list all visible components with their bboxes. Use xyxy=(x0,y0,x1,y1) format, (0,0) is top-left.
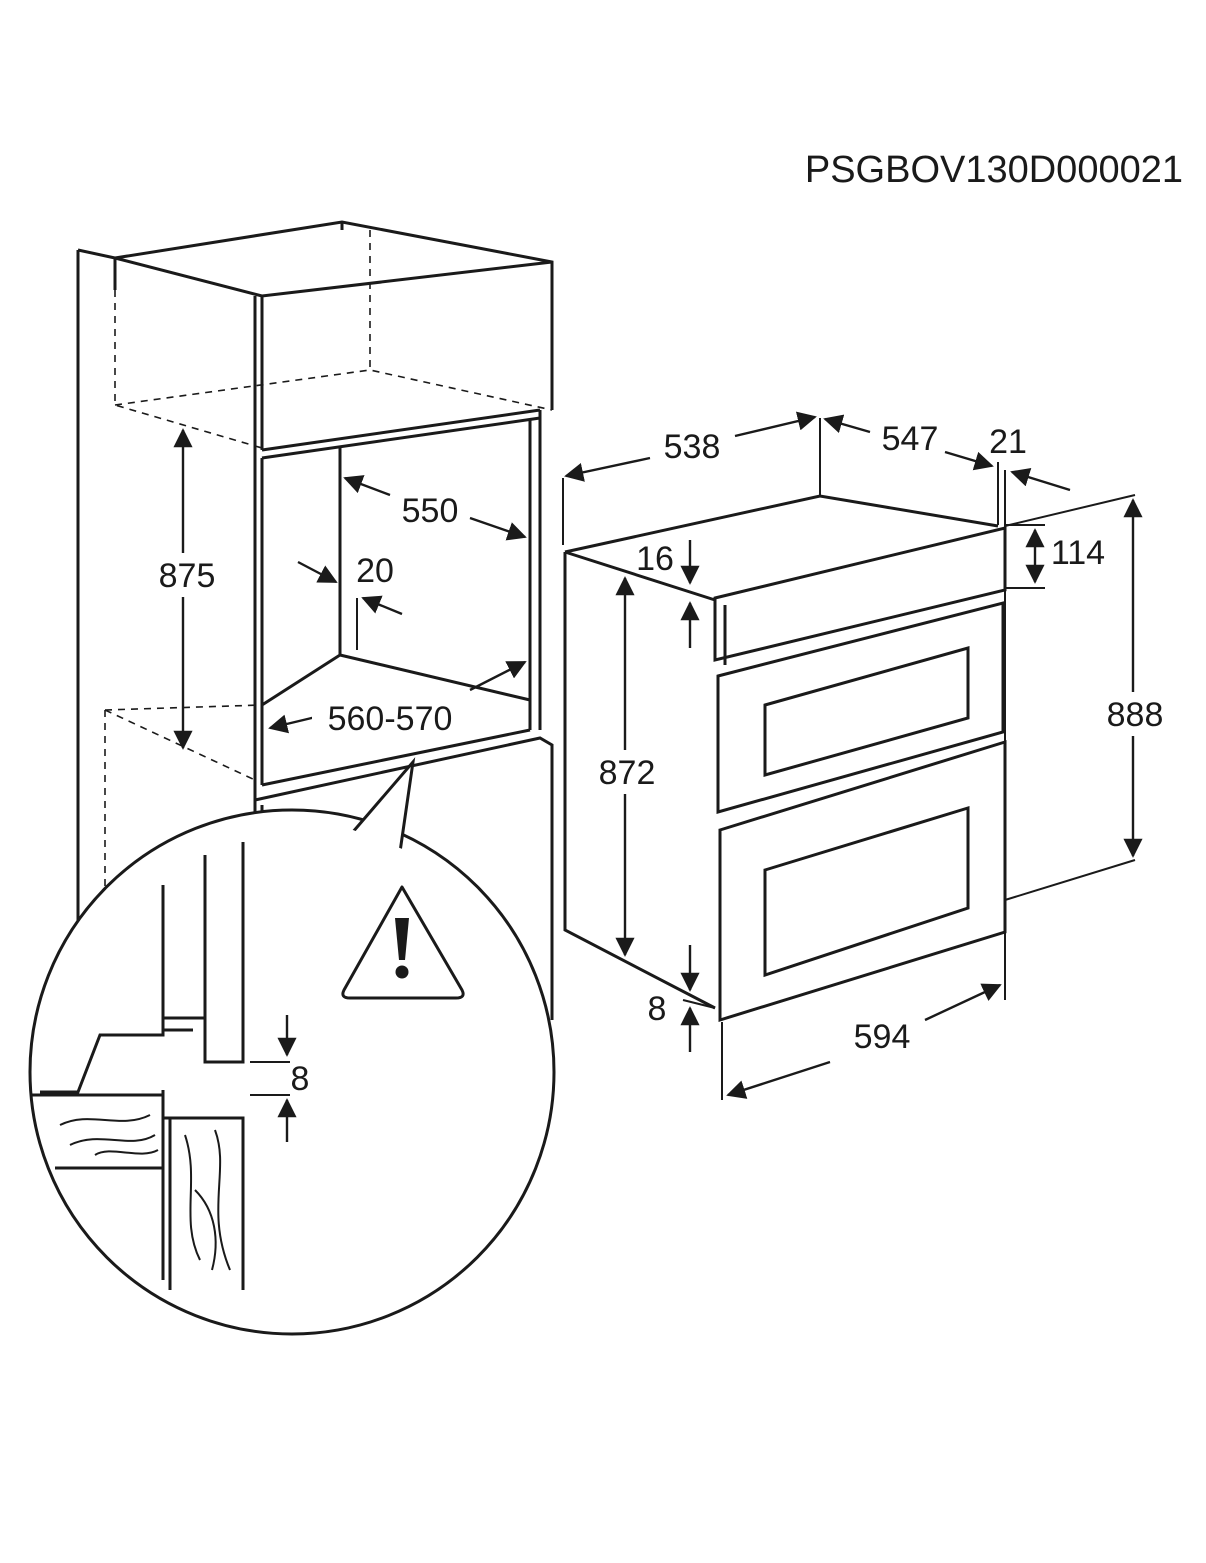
label-cabinet-gap: 20 xyxy=(356,552,394,590)
label-oven-front-offset: 21 xyxy=(989,423,1027,461)
label-detail-gap: 8 xyxy=(291,1060,310,1098)
label-oven-depth-total: 547 xyxy=(882,420,939,458)
detail-callout: 8 xyxy=(28,757,556,1336)
label-cabinet-height: 875 xyxy=(159,557,216,595)
label-cabinet-width: 560-570 xyxy=(328,700,453,738)
label-oven-body-height: 872 xyxy=(599,754,656,792)
cabinet: 875 550 20 560-570 xyxy=(76,220,554,1020)
label-oven-depth: 538 xyxy=(664,428,721,466)
oven-upper-door xyxy=(716,601,1005,814)
warning-icon xyxy=(341,885,465,1000)
oven-body xyxy=(563,552,716,1010)
oven-lower-door xyxy=(718,739,1007,1023)
diagram-code: PSGBOV130D000021 xyxy=(805,149,1183,191)
label-cabinet-depth: 550 xyxy=(402,492,459,530)
label-oven-bottom-gap: 8 xyxy=(648,990,667,1028)
cabinet-top-box xyxy=(114,220,554,410)
label-oven-panel-height: 114 xyxy=(1051,534,1105,572)
label-oven-width: 594 xyxy=(854,1018,911,1056)
label-oven-total-height: 888 xyxy=(1107,696,1164,734)
oven: 538 547 21 16 114 888 872 8 59 xyxy=(562,411,1175,1100)
label-oven-top-gap: 16 xyxy=(636,540,674,578)
